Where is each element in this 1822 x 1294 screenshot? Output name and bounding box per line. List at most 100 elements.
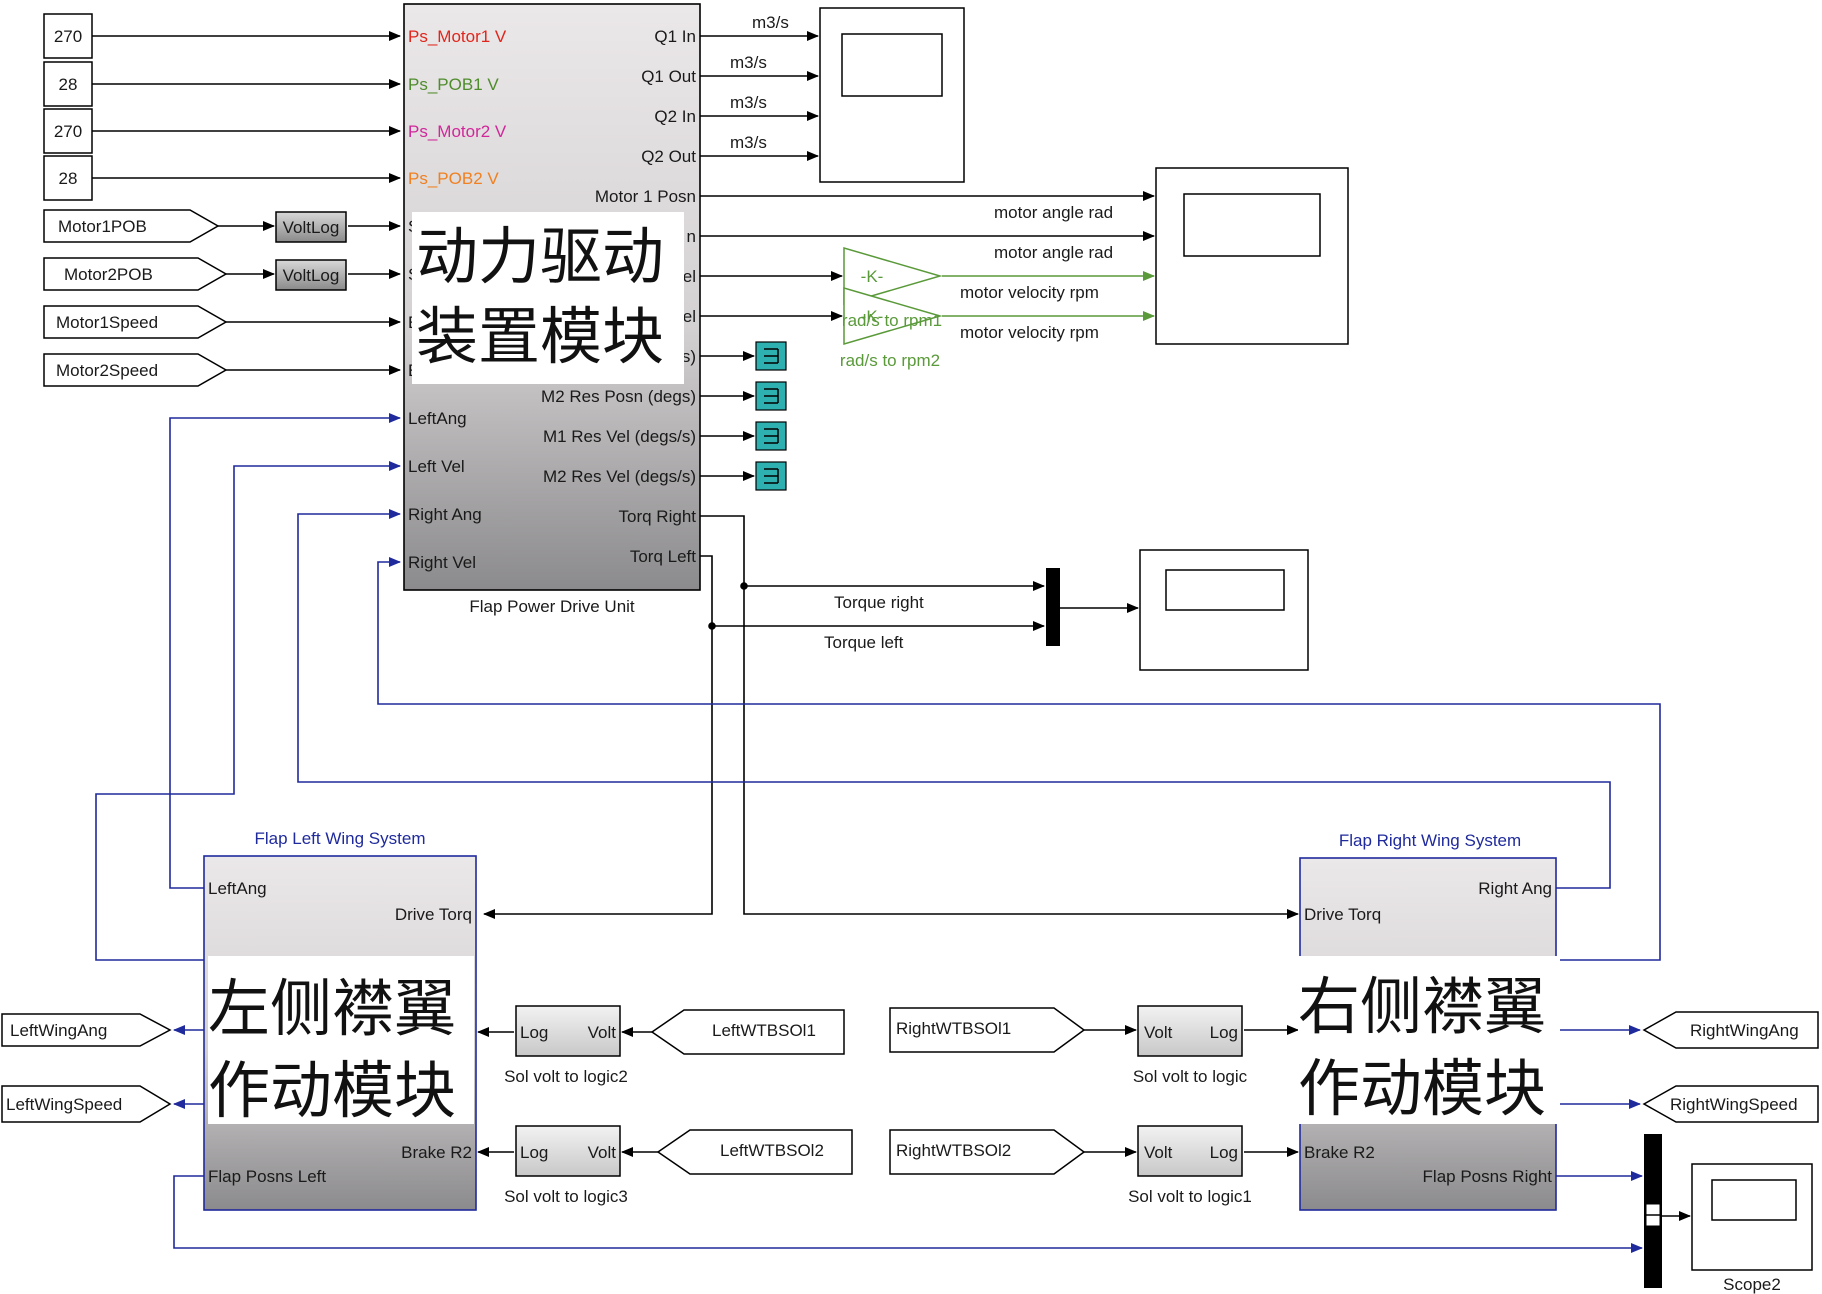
mux-torque[interactable] [1046,568,1060,646]
conversion-block[interactable]: Volt Log [1137,1125,1243,1177]
goto-tag[interactable]: RightWingAng [1642,1011,1819,1049]
wires-green [942,271,1155,321]
gain-label: -K- [861,307,884,326]
mux-flap-posns[interactable] [1644,1134,1662,1288]
left-wing-port: Drive Torq [395,905,472,924]
pdu-input-label: LeftAng [408,409,467,428]
right-wing-name: Flap Right Wing System [1339,831,1521,850]
constant-blocks: 270 28 270 28 [43,13,93,201]
scope-torque[interactable] [1139,549,1309,671]
gain-block[interactable]: -K- [843,287,943,345]
goto-tag-label: RightWingAng [1690,1021,1799,1040]
conversion-name: Sol volt to logic3 [504,1187,628,1206]
pdu-output-label: Q1 In [654,27,696,46]
flap-right-wing-system[interactable]: Drive Torq Brake R2 Right Ang Flap Posns… [1298,857,1560,1211]
right-wing-port: Brake R2 [1304,1143,1375,1162]
conversion-blocks: Log Volt Sol volt to logic2 Log Volt Sol… [504,1005,1252,1206]
constant-block[interactable]: 270 [43,13,93,59]
left-wing-port: Flap Posns Left [208,1167,326,1186]
pdu-input-label: Ps_Motor1 V [408,27,507,46]
flap-left-wing-system[interactable]: LeftAng Flap Posns Left Drive Torq Brake… [203,855,477,1211]
terminator-block[interactable] [755,421,787,451]
from-tag[interactable]: LeftWTBSOl1 [650,1009,845,1055]
motor-signal-label: motor angle rad [994,203,1113,222]
pdu-output-label: Q2 In [654,107,696,126]
right-wing-overlay-bg [1298,956,1560,1124]
scope-screen [1183,193,1321,257]
goto-tag[interactable]: RightWingSpeed [1642,1085,1819,1123]
goto-tag-label: LeftWingAng [10,1021,107,1040]
from-tag-label: LeftWTBSOl1 [712,1021,816,1040]
pdu-input-label: Ps_POB1 V [408,75,499,94]
from-tags-top: Motor1POB Motor2POB Motor1Speed Motor2Sp… [43,209,228,387]
pdu-name: Flap Power Drive Unit [469,597,635,616]
pdu-input-label: Ps_Motor2 V [408,122,507,141]
left-wing-overlay-bg [208,956,474,1124]
from-tag-label: Motor2Speed [56,361,158,380]
pdu-output-label: Motor 1 Posn [595,187,696,206]
pdu-output-label: el [683,307,696,326]
from-tag[interactable]: RightWTBSOl1 [889,1007,1086,1053]
constant-value: 270 [54,27,82,46]
scope2[interactable] [1691,1163,1813,1271]
torque-label: Torque right [834,593,924,612]
gain-block[interactable]: -K- [843,247,943,305]
conversion-block[interactable]: Log Volt [515,1005,621,1057]
left-wing-overlay-line1: 左侧襟翼 [208,972,456,1045]
scope-flow[interactable] [819,7,965,183]
right-wing-overlay-line2: 作动模块 [1298,1052,1546,1125]
conversion-right-label: Volt [588,1023,617,1042]
voltlog-block[interactable]: VoltLog [275,211,347,243]
constant-block[interactable]: 28 [43,155,93,201]
conversion-left-label: Log [520,1023,548,1042]
goto-tag[interactable]: LeftWingSpeed [1,1085,172,1123]
left-wing-port: Brake R2 [401,1143,472,1162]
scope-motor[interactable] [1155,167,1349,345]
from-tag-label: Motor2POB [64,265,153,284]
from-tag[interactable]: Motor2Speed [43,353,228,387]
terminator-blocks [755,341,787,491]
conversion-left-label: Volt [1144,1143,1173,1162]
goto-tag-label: LeftWingSpeed [6,1095,122,1114]
from-tag[interactable]: Motor2POB [43,257,228,291]
right-wing-overlay-line1: 右侧襟翼 [1298,970,1546,1043]
pdu-input-label: Right Ang [408,505,482,524]
wires-black [92,31,1691,1221]
conversion-block[interactable]: Log Volt [515,1125,621,1177]
constant-block[interactable]: 28 [43,61,93,107]
conversion-block[interactable]: Volt Log [1137,1005,1243,1057]
constant-block[interactable]: 270 [43,108,93,154]
conversion-name: Sol volt to logic2 [504,1067,628,1086]
pdu-overlay-bg [412,212,684,384]
pdu-output-label: Torq Right [619,507,697,526]
from-tag[interactable]: LeftWTBSOl2 [656,1129,853,1175]
pdu-overlay-line2: 装置模块 [416,300,664,373]
pdu-output-label: n [687,227,696,246]
left-wing-port: LeftAng [208,879,267,898]
voltlog-blocks: VoltLog VoltLog [275,211,347,291]
from-tag[interactable]: Motor1Speed [43,305,228,339]
from-tags-bottom: LeftWTBSOl1 LeftWTBSOl2 RightWTBSOl1 Rig… [650,1007,1086,1175]
terminator-block[interactable] [755,461,787,491]
motor-signal-label: motor angle rad [994,243,1113,262]
from-tag[interactable]: RightWTBSOl2 [889,1129,1086,1175]
scope2-name: Scope2 [1723,1275,1781,1294]
right-wing-port: Flap Posns Right [1423,1167,1553,1186]
pdu-output-label: s) [682,347,696,366]
constant-value: 270 [54,122,82,141]
wires-blue [95,413,1661,1253]
flap-power-drive-unit[interactable]: Ps_Motor1 V Ps_POB1 V Ps_Motor2 V Ps_POB… [403,3,701,591]
from-tag[interactable]: Motor1POB [43,209,220,243]
goto-tag[interactable]: LeftWingAng [1,1013,172,1047]
torque-label: Torque left [824,633,904,652]
terminator-block[interactable] [755,381,787,411]
scope-screen [1711,1179,1797,1221]
voltlog-block[interactable]: VoltLog [275,259,347,291]
from-tag-label: RightWTBSOl2 [896,1141,1011,1160]
gain-name: rad/s to rpm2 [840,351,940,370]
flow-label: m3/s [752,13,789,32]
gain-blocks: -K- -K- rad/s to rpm1 rad/s to rpm2 [840,247,943,370]
pdu-output-label: M2 Res Vel (degs/s) [543,467,696,486]
right-wing-port: Right Ang [1478,879,1552,898]
terminator-block[interactable] [755,341,787,371]
